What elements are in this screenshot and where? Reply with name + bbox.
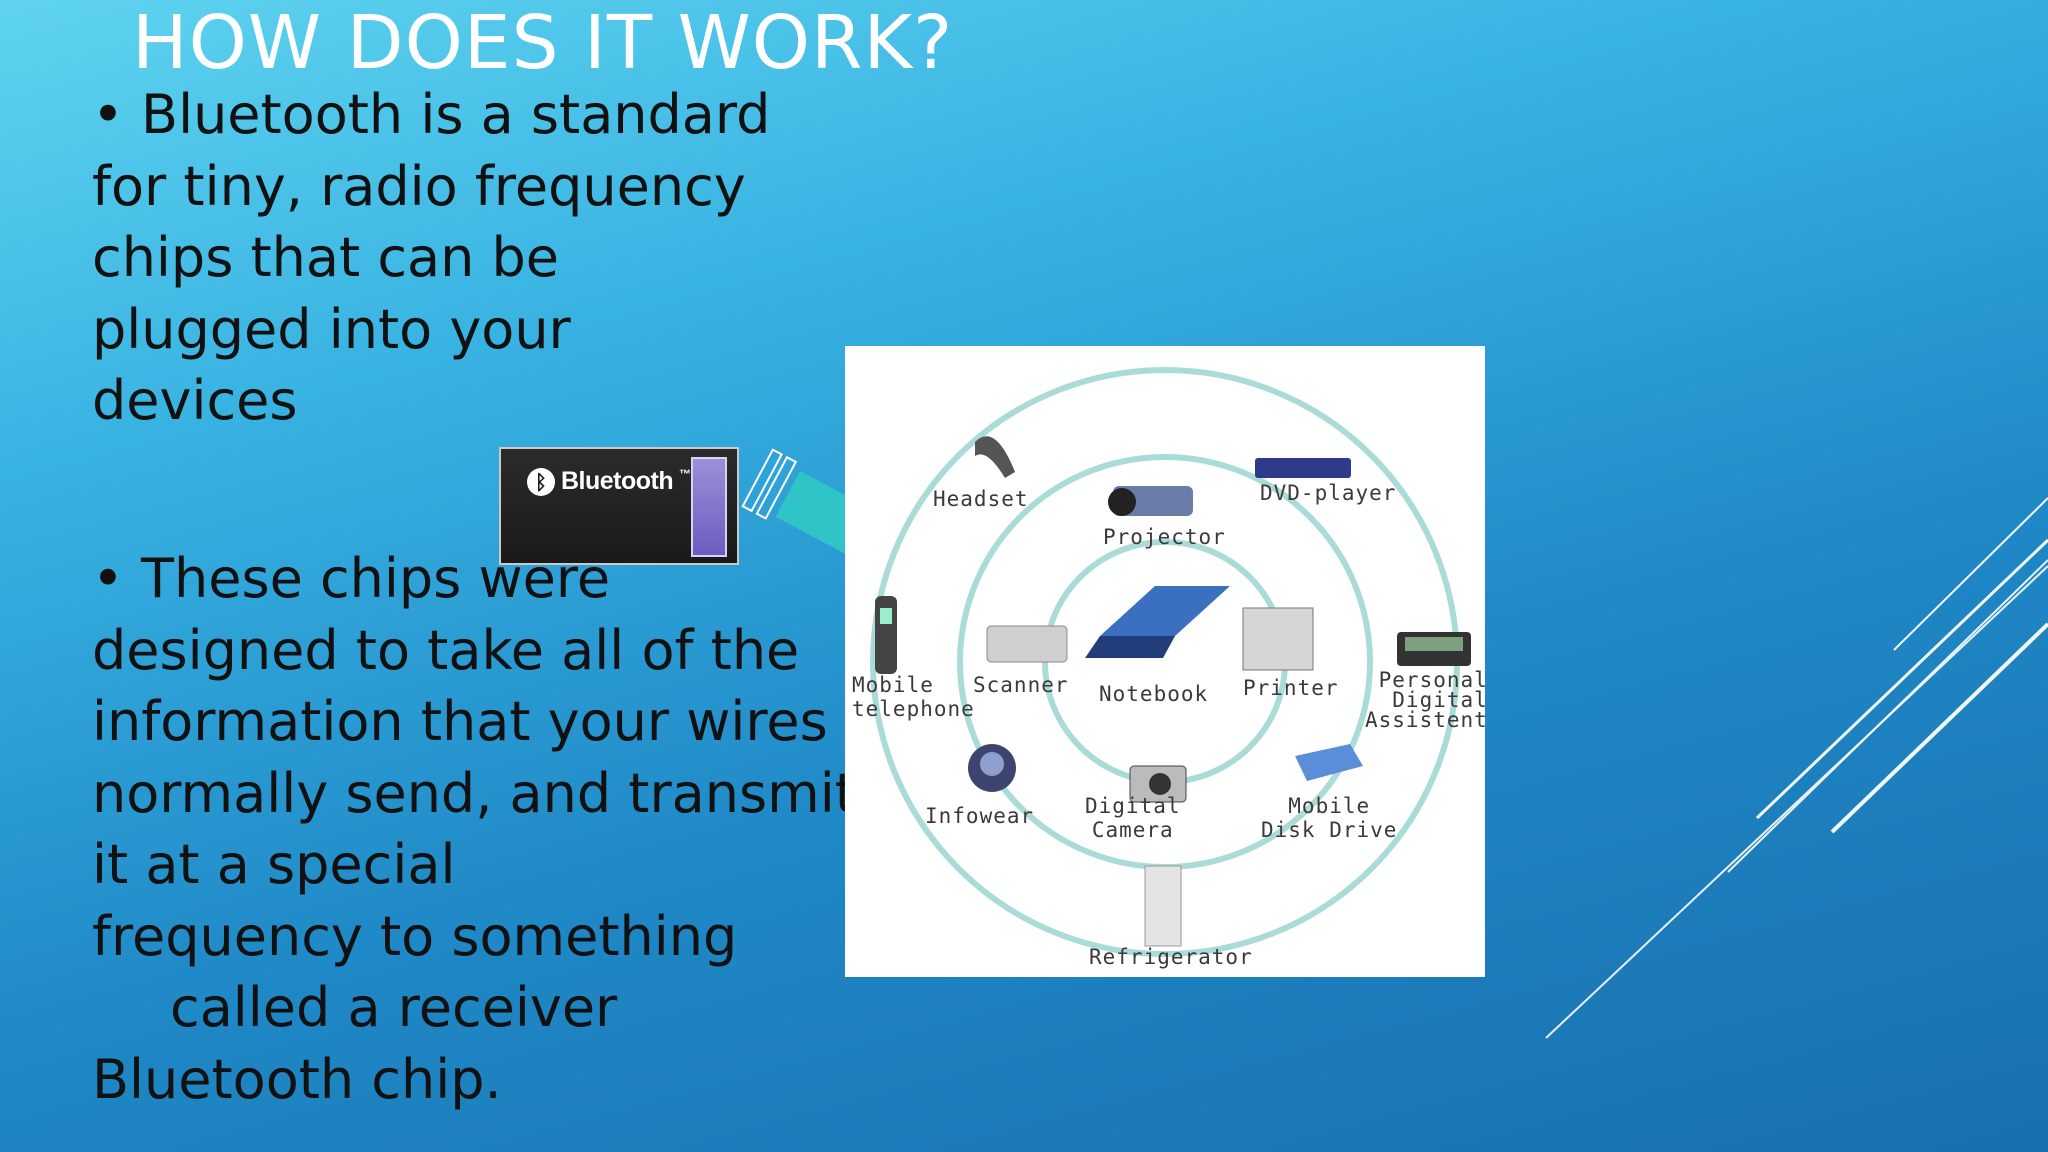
mobile-disk-drive-icon	[1295, 744, 1363, 781]
label-infowear: Infowear	[925, 804, 1035, 828]
paragraph-bluetooth-standard: • Bluetooth is a standard for tiny, radi…	[92, 79, 770, 437]
mobile-telephone-icon	[875, 596, 897, 674]
bluetooth-devices-diagram: Headset DVD-player Projector Mobile tele…	[845, 346, 1488, 977]
bluetooth-card-image: ᛒ Bluetooth ™	[499, 447, 739, 565]
headset-icon	[975, 436, 1015, 478]
paragraph-chips-designed: • These chips were designed to take all …	[92, 543, 856, 1115]
text-line: • Bluetooth is a standard	[92, 83, 771, 146]
bluetooth-rune-icon: ᛒ	[527, 467, 555, 496]
pda-icon	[1397, 632, 1471, 666]
text-line: Bluetooth chip.	[92, 1047, 502, 1111]
text-line: plugged into your	[92, 297, 571, 361]
card-label-strip	[691, 457, 727, 557]
dvd-player-icon	[1255, 458, 1351, 478]
projector-icon	[1108, 486, 1193, 516]
label-printer: Printer	[1243, 676, 1339, 700]
label-personal-digital-assistent: Personal Digital Assistent	[1365, 668, 1488, 732]
text-line: it at a special	[92, 833, 456, 896]
text-line: information that your wires	[92, 690, 828, 753]
label-refrigerator: Refrigerator	[1089, 945, 1253, 969]
label-projector: Projector	[1103, 525, 1226, 549]
digital-camera-icon	[1129, 765, 1187, 803]
text-line: frequency to something	[92, 904, 738, 968]
scanner-icon	[986, 625, 1068, 663]
infowear-icon	[968, 744, 1016, 792]
text-line: designed to take all of the	[92, 618, 800, 682]
text-line: normally send, and transmit	[92, 761, 856, 825]
slide-title: HOW DOES IT WORK?	[132, 0, 954, 86]
refrigerator-icon	[1144, 865, 1182, 947]
label-mobile-disk-drive: Mobile Disk Drive	[1261, 794, 1398, 842]
text-line: for tiny, radio frequency	[92, 154, 746, 218]
label-digital-camera: Digital Camera	[1085, 794, 1181, 842]
label-mobile-telephone: Mobile telephone	[852, 673, 975, 721]
diagram-graphics	[870, 367, 1471, 957]
printer-icon	[1242, 607, 1314, 671]
text-line: devices	[92, 369, 298, 432]
label-headset: Headset	[933, 487, 1029, 511]
notebook-icon	[1085, 586, 1230, 658]
bluetooth-logo: ᛒ Bluetooth ™	[527, 467, 691, 496]
text-line: chips that can be	[92, 226, 559, 289]
label-notebook: Notebook	[1099, 682, 1209, 706]
text-line: called a receiver	[170, 976, 618, 1039]
label-dvd-player: DVD-player	[1260, 481, 1397, 505]
trademark-symbol: ™	[679, 467, 691, 481]
label-scanner: Scanner	[973, 673, 1069, 697]
bluetooth-brand-text: Bluetooth	[561, 467, 674, 495]
